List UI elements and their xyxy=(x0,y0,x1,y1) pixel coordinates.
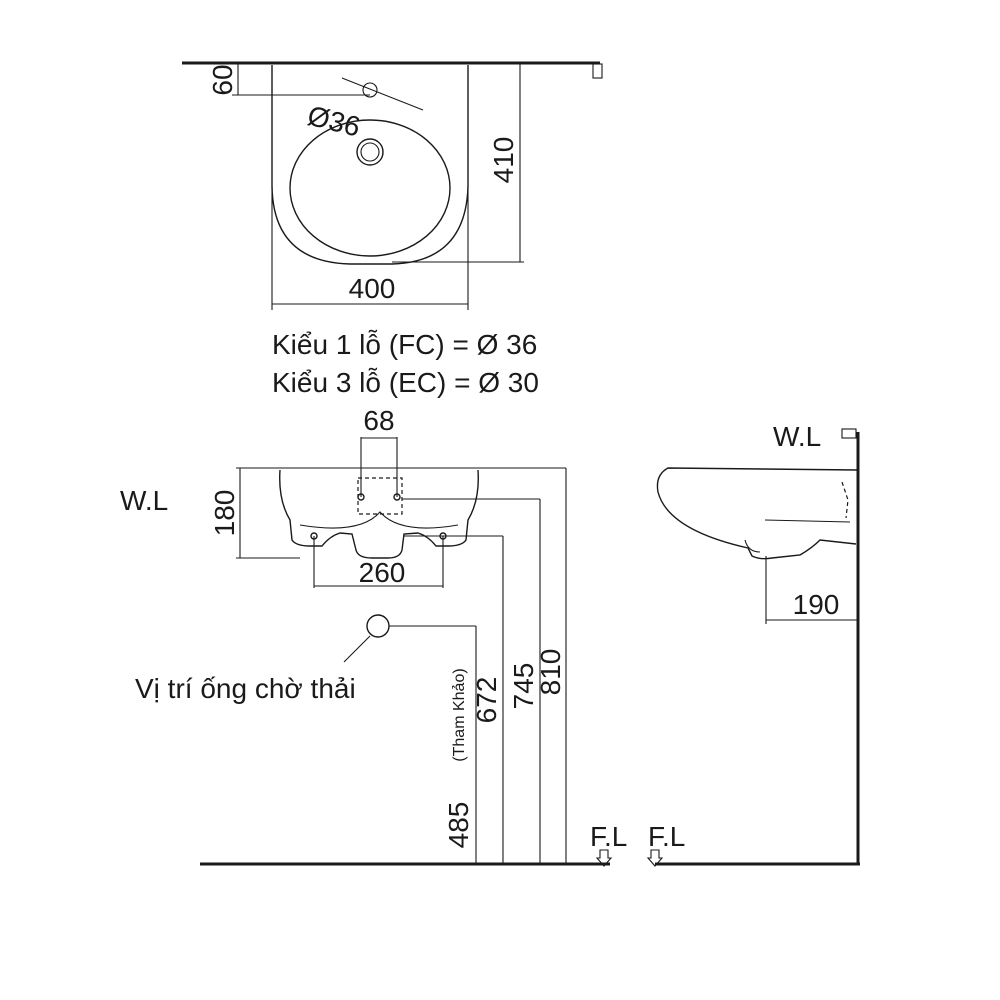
tap-hole xyxy=(356,138,384,166)
basin-outline-side xyxy=(656,467,859,560)
front-floor-label: F.L xyxy=(590,821,627,852)
drain-leader xyxy=(343,635,371,663)
bowl-ellipse xyxy=(289,119,451,257)
dim-485-note: (Tham Khảo) xyxy=(451,668,468,761)
side-floor-arrow-icon xyxy=(646,849,664,867)
side-inner-curve xyxy=(744,539,761,553)
dim-400-label: 400 xyxy=(349,273,396,304)
tap-hole-inner xyxy=(360,142,380,162)
dim-672-label: 672 xyxy=(471,677,502,724)
side-view: W.L 190 F.L xyxy=(646,421,860,867)
hole-dim-leader xyxy=(341,77,424,111)
dim-260-label: 260 xyxy=(359,557,406,588)
tap-hole-right xyxy=(393,493,401,501)
dim-180-label: 180 xyxy=(209,490,240,537)
side-inner-line xyxy=(764,519,851,523)
drain-pipe-position xyxy=(366,614,390,638)
overflow-hole xyxy=(362,82,378,98)
basin-outline-front xyxy=(279,469,479,559)
dim-745-label: 745 xyxy=(508,663,539,710)
front-floor-arrow-icon xyxy=(595,849,613,867)
tap-hole-left xyxy=(357,493,365,501)
side-wall-marker xyxy=(841,428,857,439)
note-type-3: Kiểu 3 lỗ (EC) = Ø 30 xyxy=(272,367,539,398)
dim-68-label: 68 xyxy=(363,405,394,436)
side-hidden-lines xyxy=(841,481,849,519)
dim-60-label: 60 xyxy=(207,64,238,95)
dim-410-label: 410 xyxy=(488,137,519,184)
front-view: 68 W.L 180 260 Vị trí ống chờ thải xyxy=(120,405,627,867)
top-view: 60 Ø36 410 400 xyxy=(182,61,603,310)
drain-label: Vị trí ống chờ thải xyxy=(135,673,356,704)
side-floor-label: F.L xyxy=(648,821,685,852)
dim-hole-label: Ø36 xyxy=(305,100,364,143)
note-type-1: Kiểu 1 lỗ (FC) = Ø 36 xyxy=(272,329,537,360)
side-wall-label: W.L xyxy=(773,421,821,452)
dim-190-label: 190 xyxy=(793,589,840,620)
dim-485-label: 485 xyxy=(443,802,474,849)
front-wall-label: W.L xyxy=(120,485,168,516)
basin-outline-top xyxy=(271,65,469,265)
dim-810-label: 810 xyxy=(535,649,566,696)
basin-inner-front xyxy=(299,511,459,529)
top-wall-end-marker xyxy=(592,63,603,79)
tap-holes-dashed xyxy=(357,477,403,515)
